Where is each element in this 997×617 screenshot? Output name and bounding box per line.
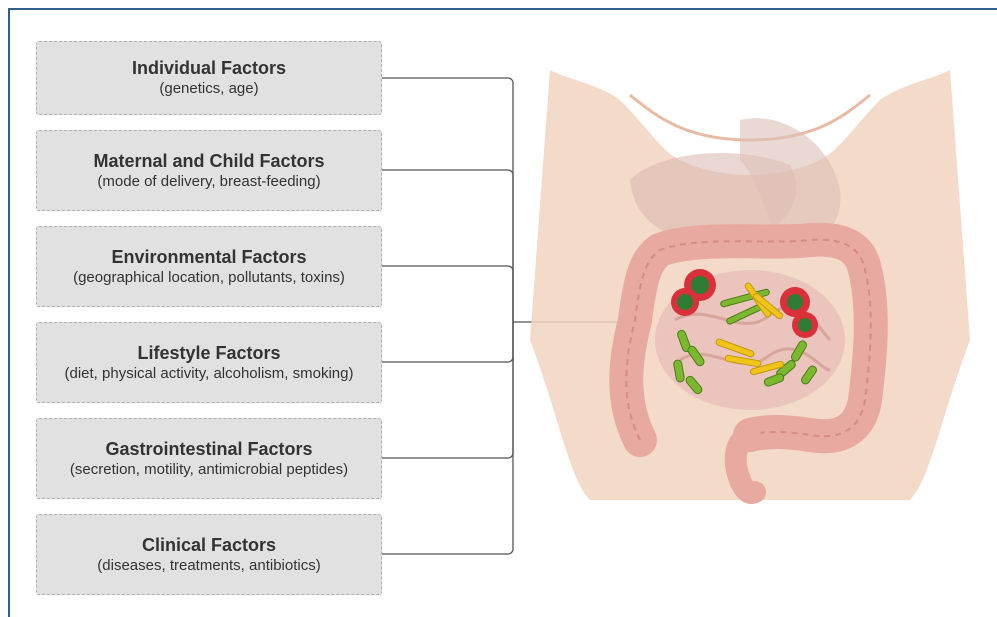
connector-maternal [382,170,513,322]
connector-environmental [382,266,513,322]
connector-gastrointestinal [382,322,513,458]
connector-individual [382,78,513,322]
connector-clinical [382,322,513,554]
abdomen-intestine-illustration [510,40,990,510]
connector-lifestyle [382,322,513,362]
